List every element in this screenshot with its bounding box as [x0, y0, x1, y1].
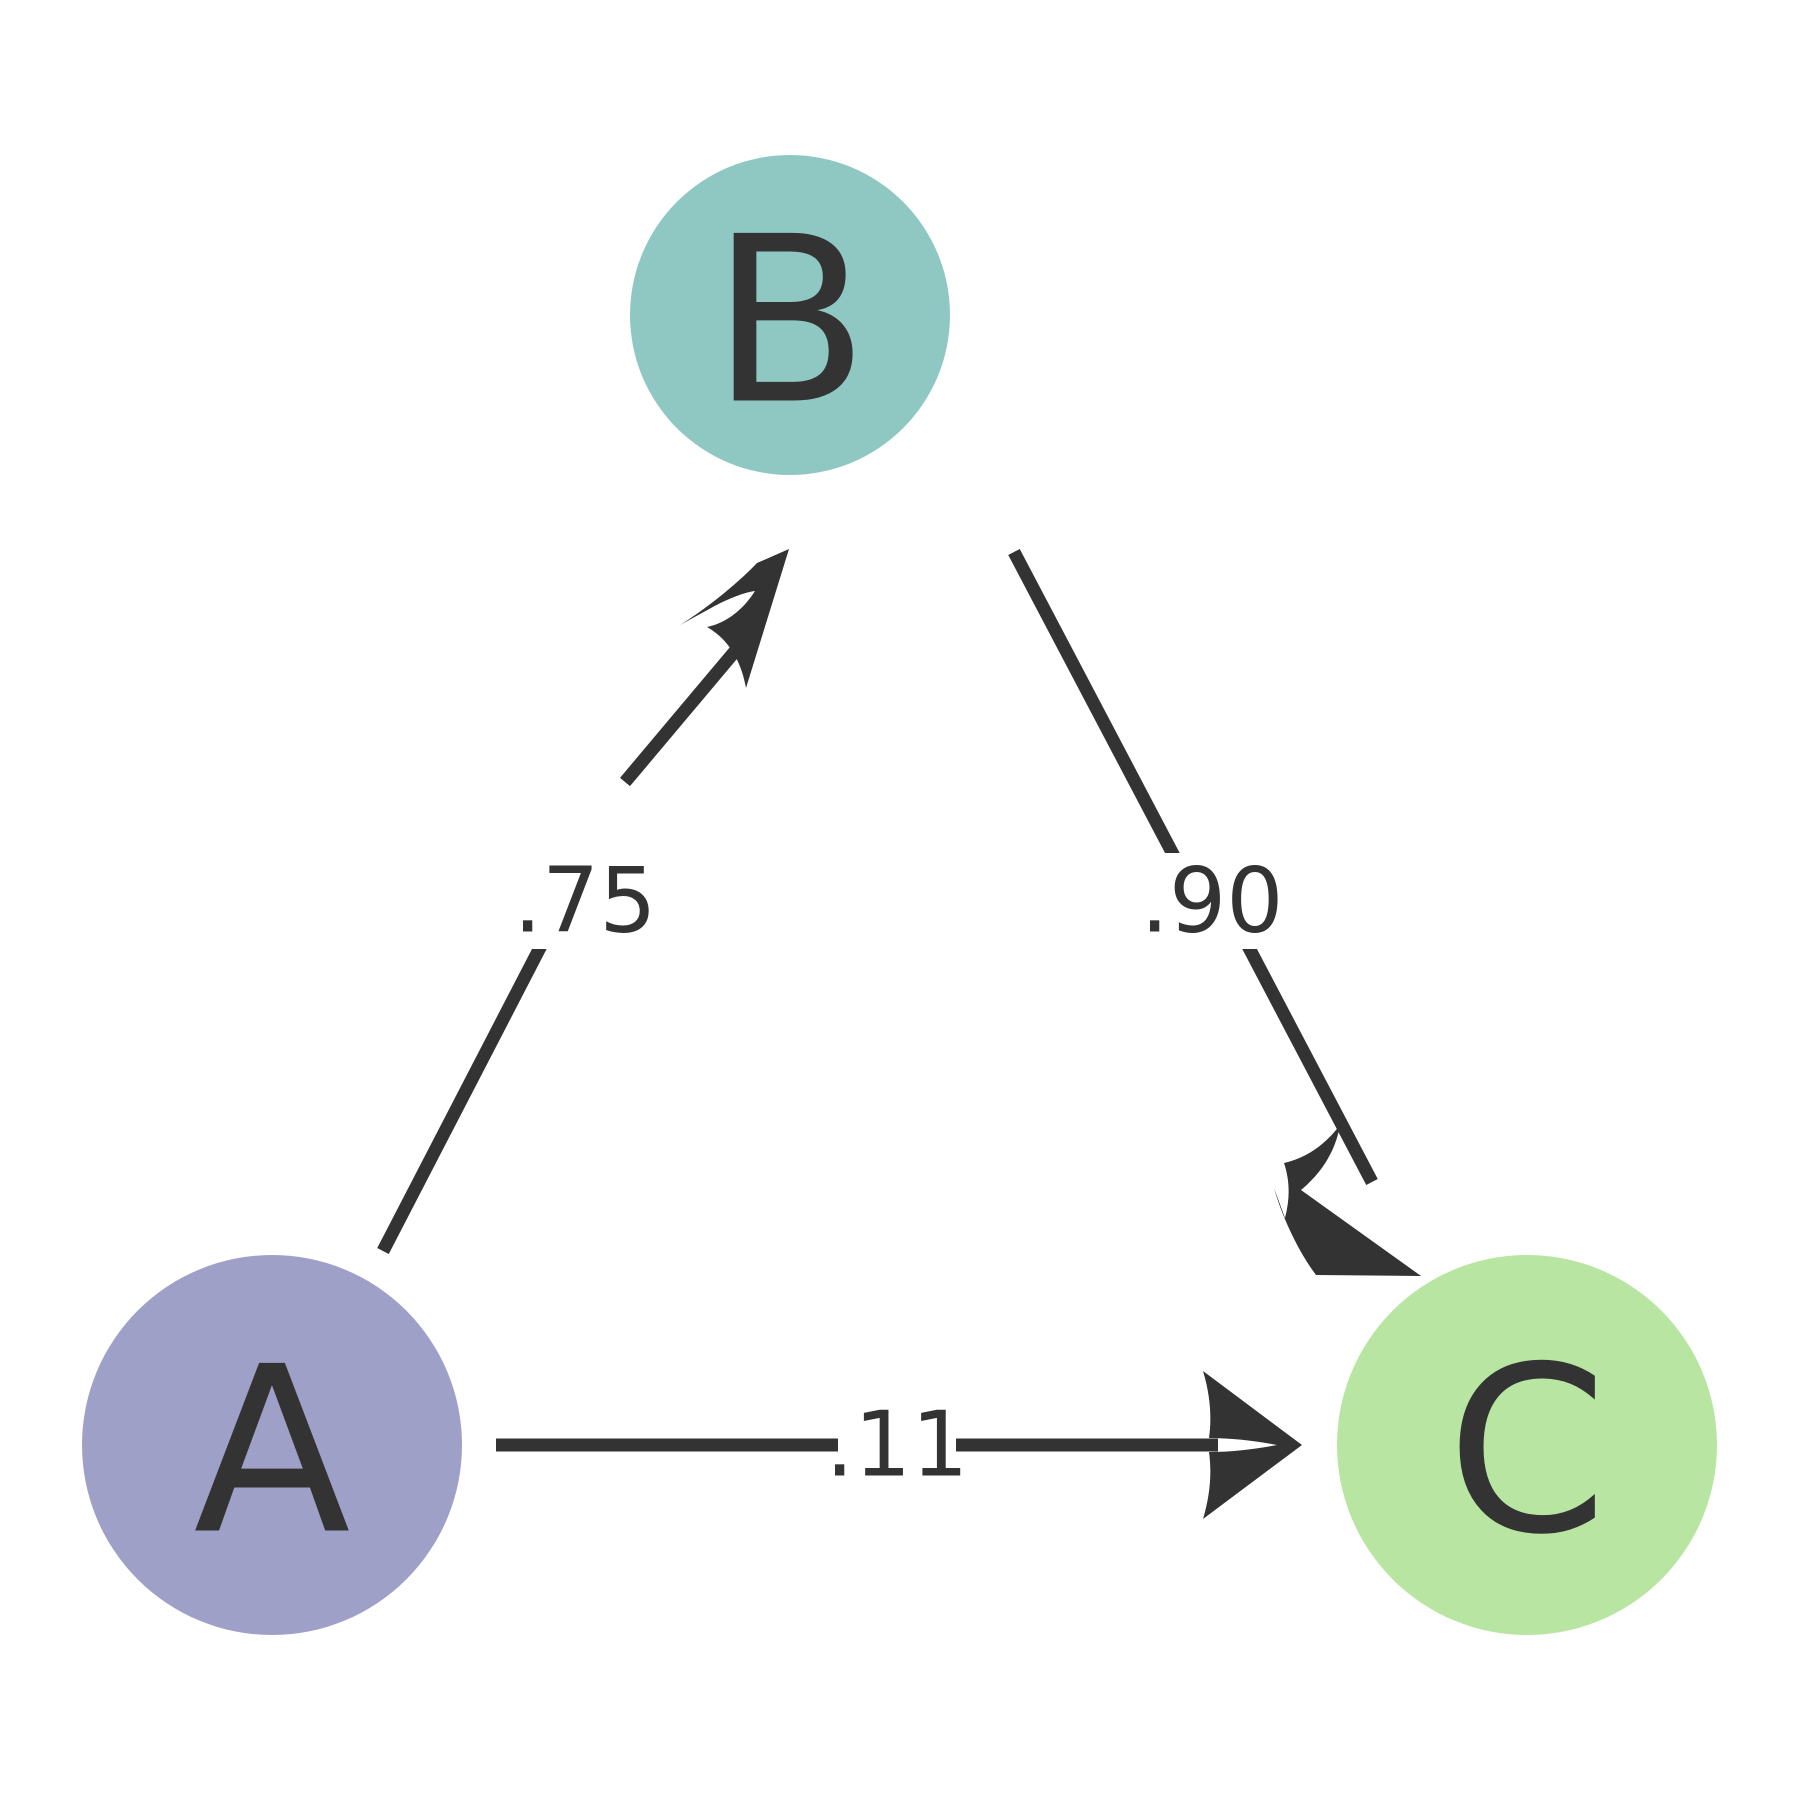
node-b-label: B	[711, 189, 869, 456]
edge-b-to-c-label-bg	[1152, 853, 1274, 949]
node-a-circle[interactable]	[82, 1255, 462, 1635]
edge-a-to-b-arrowhead	[680, 549, 789, 688]
edge-a-to-c-label: .11	[825, 1393, 968, 1498]
edge-b-to-c-shaft-lower	[1242, 942, 1378, 1186]
node-b-circle[interactable]	[630, 155, 950, 475]
edge-a-to-b-label: .75	[513, 849, 656, 954]
edge-a-to-b[interactable]: .75	[377, 549, 789, 1254]
edge-b-to-c-label: .90	[1140, 849, 1283, 954]
edge-a-to-c-arrowhead	[1203, 1371, 1302, 1519]
node-c[interactable]: C	[1337, 1255, 1717, 1635]
node-a-label: A	[193, 1319, 350, 1586]
edge-a-to-b-shaft-lower	[377, 935, 551, 1254]
edge-a-to-b-label-bg	[524, 853, 646, 949]
edge-b-to-c-shaft-upper	[1008, 548, 1181, 862]
node-a[interactable]: A	[82, 1255, 462, 1635]
node-c-label: C	[1447, 1319, 1608, 1586]
edge-a-to-c-label-bg	[838, 1397, 956, 1493]
edge-b-to-c[interactable]: .90	[1008, 548, 1421, 1276]
node-c-circle[interactable]	[1337, 1255, 1717, 1635]
node-b[interactable]: B	[630, 155, 950, 475]
edge-a-to-c[interactable]: .11	[496, 1371, 1302, 1519]
edge-b-to-c-arrowhead	[1274, 1125, 1421, 1276]
